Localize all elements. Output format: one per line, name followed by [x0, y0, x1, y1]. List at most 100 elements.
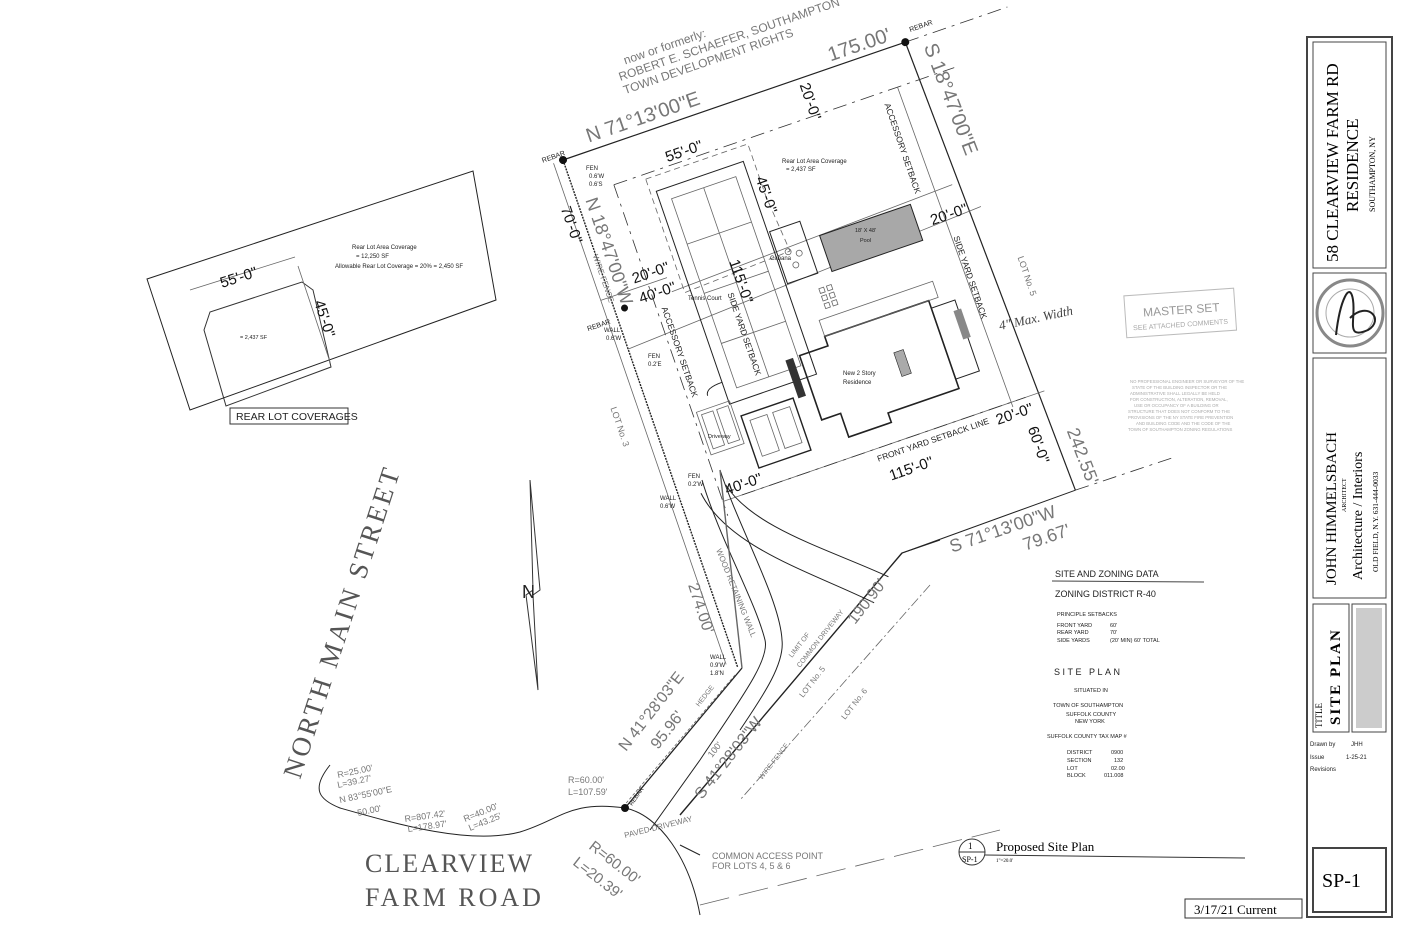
zoning-title: SITE AND ZONING DATA — [1055, 569, 1159, 579]
driveway-label: Driveway — [708, 434, 731, 440]
lot-5-label-south: LOT No. 5 — [797, 664, 827, 699]
situated-in: SITUATED IN — [1074, 688, 1108, 694]
drawing-title-text: Proposed Site Plan — [996, 839, 1095, 854]
setback-value: 70' — [1110, 630, 1117, 636]
setback-value: (20' MIN) 60' TOTAL — [1110, 638, 1160, 644]
accessory-setback-label-rear: ACCESSORY SETBACK — [882, 102, 923, 195]
town: TOWN OF SOUTHAMPTON — [1053, 703, 1123, 709]
drawn-by-value: JHH — [1351, 742, 1363, 748]
notice-line: USE OR OCCUPANCY OF A BUILDING OR — [1134, 403, 1219, 408]
wall-3-n: 1.8'N — [710, 671, 724, 677]
project-name: 58 CLEARVIEW FARM RD — [1323, 63, 1342, 262]
dim-20-front: 20'-0" — [994, 400, 1036, 429]
inset-allowable: Allowable Rear Lot Coverage = 20% = 2,45… — [335, 264, 463, 270]
front-yard-setback-label: FRONT YARD SETBACK LINE — [876, 416, 991, 464]
notice-line: PROVISIONS OF THE NY STATE FIRE PREVENTI… — [1128, 415, 1233, 420]
stamp-title: MASTER SET — [1143, 300, 1221, 319]
fen-2-e: 0.2'E — [648, 362, 662, 368]
access-point-1: COMMON ACCESS POINT — [712, 851, 824, 861]
drawn-by-label: Drawn by — [1310, 742, 1335, 748]
inset-caption: REAR LOT COVERAGES — [236, 411, 358, 423]
tax-key: DISTRICT — [1067, 750, 1093, 756]
length-driveway-east: 190.90' — [845, 576, 890, 627]
tax-key: LOT — [1067, 766, 1078, 772]
wall-1-w: 0.6'W — [606, 336, 621, 342]
zoning-district: ZONING DISTRICT R-40 — [1055, 589, 1156, 599]
rebar-label-ne: REBAR — [909, 19, 934, 33]
neighbor-line-2: ROBERT E. SCHAEFER, SOUTHAMPTON — [617, 0, 842, 84]
clearview-road-name-1: CLEARVIEW — [365, 849, 534, 878]
lot-3-label: LOT No. 3 — [608, 405, 631, 447]
fen-1-s: 0.6'S — [589, 182, 603, 188]
state: NEW YORK — [1075, 719, 1105, 725]
fen-1-w: 0.6'W — [589, 174, 604, 180]
architect-role: ARCHITECT — [1342, 478, 1348, 512]
fen-3: FEN — [688, 474, 700, 480]
pool-size-label: 18' X 48' — [855, 228, 876, 234]
notice-line: TOWN OF SOUTHAMPTON ZONING REGULATIONS — [1128, 427, 1232, 432]
tax-map: SUFFOLK COUNTY TAX MAP # — [1047, 734, 1128, 740]
title-label: TITLE — [1314, 703, 1324, 728]
fen-3-w: 0.2'W — [688, 482, 703, 488]
inset-dim-55: 55'-0" — [218, 264, 260, 292]
architect-seal-signature — [1335, 291, 1376, 336]
county: SUFFOLK COUNTY — [1066, 712, 1116, 718]
wood-retaining-wall-label: WOOD RETAINING WALL — [714, 547, 758, 639]
drawing-scale: 1"=20.0' — [996, 859, 1013, 864]
lot-5-label-east: LOT No. 5 — [1016, 255, 1039, 297]
site-plan-heading: SITE PLAN — [1054, 667, 1123, 677]
issue-date: 1-25-21 — [1346, 755, 1367, 761]
length-east: 242.55' — [1063, 425, 1103, 487]
rear-coverage-label: Rear Lot Area Coverage — [782, 159, 847, 165]
inset-coverage-label: Rear Lot Area Coverage — [352, 245, 417, 251]
inset-coverage-value: = 12,250 SF — [356, 254, 389, 260]
tax-value: 132 — [1114, 758, 1123, 764]
pool-label: Pool — [860, 238, 871, 244]
wall-2: WALL — [660, 496, 677, 502]
dim-20-rear: 20'-0" — [796, 81, 825, 123]
residence-label-1: New 2 Story — [843, 371, 876, 377]
rear-coverage-value: = 2,437 SF — [786, 167, 816, 173]
d50: 50.00' — [356, 803, 382, 818]
wire-fence-label-south: WIRE FENCE — [758, 742, 791, 781]
accessory-setback-label-west: ACCESSORY SETBACK — [660, 305, 701, 398]
dim-20-pool: 20'-0" — [928, 201, 970, 230]
setback-key: REAR YARD — [1057, 630, 1089, 636]
title-block: 58 CLEARVIEW FARM RD RESIDENCE SOUTHAMPT… — [1306, 36, 1393, 918]
setback-value: 60' — [1110, 623, 1117, 629]
tax-key: BLOCK — [1067, 773, 1086, 779]
firm-discipline: Architecture / Interiors — [1351, 452, 1366, 580]
lot-6-label: LOT No. 6 — [839, 686, 869, 721]
fen-2: FEN — [648, 354, 660, 360]
wall-2-w: 0.6'W — [660, 504, 675, 510]
dim-45: 45'-0" — [752, 174, 781, 216]
stamp-subtitle: SEE ATTACHED COMMENTS — [1133, 319, 1229, 333]
inspector-notice: NO PROFESSIONAL ENGINEER OR SURVEYOR OF … — [1128, 379, 1244, 432]
architect-name: JOHN HIMMELSBACH — [1324, 432, 1340, 585]
notice-line: FOR CONSTRUCTION, ALTERATION, REMOVAL, — [1130, 397, 1228, 402]
notice-line: NO PROFESSIONAL ENGINEER OR SURVEYOR OF … — [1130, 379, 1244, 384]
project-type: RESIDENCE — [1343, 119, 1362, 213]
notice-line: ADMINISTRATIVE SHALL LEGALLY BE HELD — [1130, 391, 1220, 396]
inset-area: = 2,437 SF — [240, 335, 268, 341]
tax-key: SECTION — [1067, 758, 1091, 764]
bearing-driveway-east: S 41°28'03"W — [692, 713, 767, 802]
north-arrow-icon — [525, 479, 541, 691]
drawing-number: 1 — [968, 841, 973, 851]
drawing-title: 1 SP-1 Proposed Site Plan 1"=20.0' — [958, 838, 1246, 866]
dim-60: 60'-0" — [1024, 424, 1053, 466]
sheet-title: SITE PLAN — [1328, 628, 1344, 725]
sheet-number: SP-1 — [1322, 870, 1361, 892]
project-location: SOUTHAMPTON, NY — [1368, 136, 1377, 212]
rebar-label-road: REBAR — [629, 786, 646, 807]
issue-label: Issue — [1310, 755, 1325, 761]
r60: R=60.00' — [568, 775, 604, 785]
length-north: 175.00' — [825, 24, 894, 66]
cabana-label: Cabana — [770, 256, 792, 262]
l107: L=107.59' — [568, 787, 608, 797]
wall-3: WALL — [710, 655, 727, 661]
tax-value: 011.008 — [1104, 773, 1123, 779]
handwritten-note: 4" Max. Width — [998, 303, 1075, 333]
dim-70: 70'-0" — [557, 204, 586, 246]
clearview-road-name-2: FARM ROAD — [365, 883, 544, 912]
